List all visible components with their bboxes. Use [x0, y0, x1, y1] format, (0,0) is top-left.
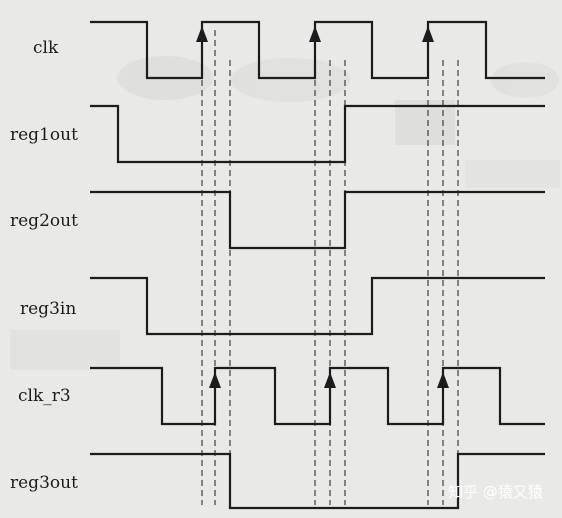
wave-reg3in [90, 276, 545, 336]
up-arrow-icon [437, 372, 449, 388]
up-arrow-icon [196, 26, 208, 42]
background-bleed [10, 56, 560, 370]
wave-reg1out [90, 104, 545, 164]
label-clk: clk [33, 38, 59, 58]
label-reg2out: reg2out [10, 211, 78, 231]
up-arrow-icon [324, 372, 336, 388]
clk-r3-edge-arrows [209, 372, 449, 388]
signal-labels: clk reg1out reg2out reg3in clk_r3 reg3ou… [10, 38, 78, 493]
waveforms [90, 20, 545, 510]
label-reg3in: reg3in [20, 299, 76, 319]
label-reg1out: reg1out [10, 125, 78, 145]
up-arrow-icon [422, 26, 434, 42]
wave-reg3out [90, 452, 545, 510]
wave-clk [90, 20, 545, 80]
label-clk_r3: clk_r3 [18, 386, 71, 406]
clk-edge-arrows [196, 26, 434, 42]
label-reg3out: reg3out [10, 473, 78, 493]
wave-reg2out [90, 190, 545, 250]
edge-reference-lines [201, 30, 459, 505]
wave-clk_r3 [90, 366, 545, 426]
up-arrow-icon [309, 26, 321, 42]
watermark: 知乎 @猿又猿 [448, 483, 543, 501]
up-arrow-icon [209, 372, 221, 388]
